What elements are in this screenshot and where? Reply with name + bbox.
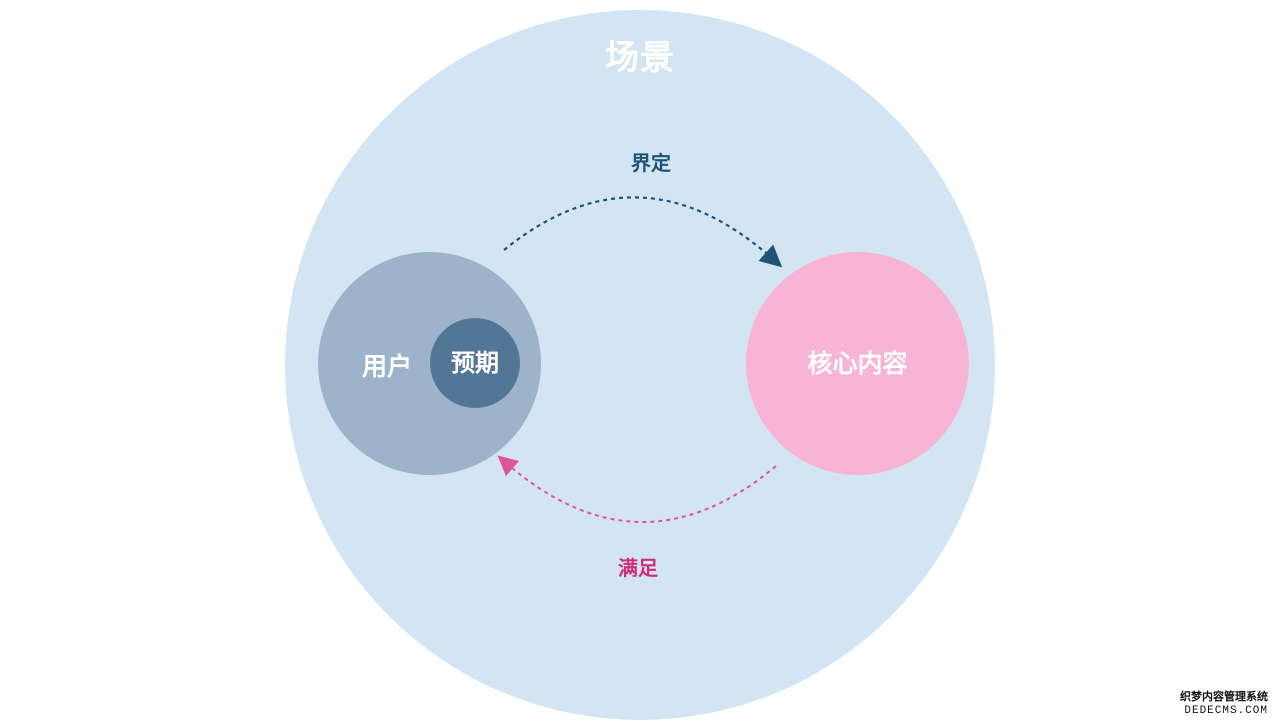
core-content-label: 核心内容 (807, 349, 908, 378)
expectation-circle (430, 318, 520, 408)
watermark: 织梦内容管理系统 DEDECMS.COM (1180, 690, 1268, 718)
define-arrow (503, 196, 783, 268)
expectation-label: 预期 (451, 349, 499, 377)
define-label: 界定 (631, 151, 671, 175)
user-label: 用户 (362, 352, 413, 381)
watermark-line2: DEDECMS.COM (1184, 705, 1268, 717)
satisfy-arrow (497, 455, 777, 523)
watermark-line1: 织梦内容管理系统 (1180, 691, 1268, 703)
scene-label: 场景 (605, 38, 675, 78)
core-content-circle (746, 252, 969, 475)
satisfy-label: 满足 (618, 556, 658, 580)
